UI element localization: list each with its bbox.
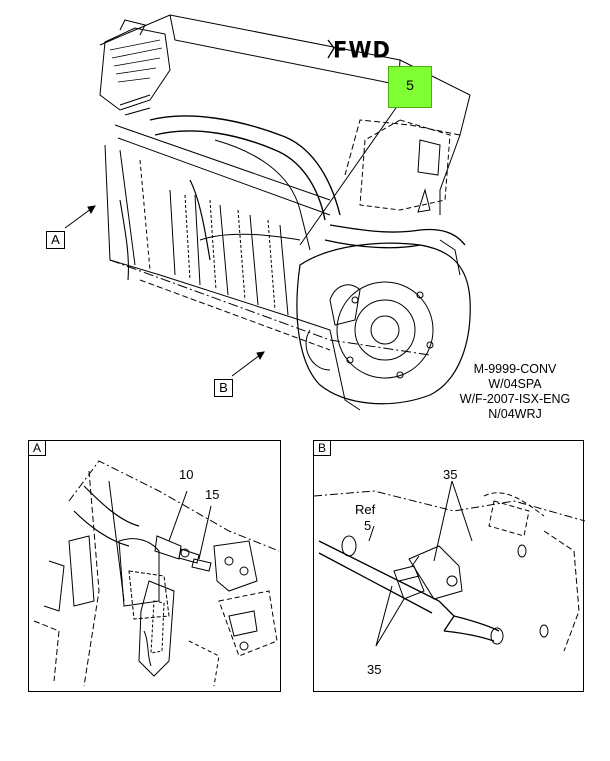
detail-a-illustration (33, 460, 280, 687)
view-marker-b-label: B (219, 380, 228, 395)
detail-panel-a: A 10 15 (28, 440, 281, 692)
part-label-35-bottom: 35 (367, 662, 382, 677)
ref-number-label: 5 (364, 518, 372, 533)
part-label-10: 10 (179, 467, 194, 482)
detail-a-tag: A (28, 440, 46, 456)
note-line-1: M-9999-CONV (473, 362, 557, 376)
note-line-3: W/F-2007-ISX-ENG (459, 392, 571, 406)
callout-5-label: 5 (406, 77, 414, 93)
part-label-35-top: 35 (443, 467, 458, 482)
detail-b-tag: B (313, 440, 331, 456)
note-line-4: N/04WRJ (488, 407, 542, 421)
part-label-15: 15 (205, 487, 220, 502)
note-line-2: W/04SPA (488, 377, 542, 391)
engine-illustration (64, 14, 471, 411)
model-notes: M-9999-CONV W/04SPA W/F-2007-ISX-ENG N/0… (440, 362, 590, 422)
ref-label: Ref (355, 502, 376, 517)
detail-b-illustration (314, 480, 585, 652)
detail-panel-b: B Ref 5 35 35 (313, 440, 585, 692)
view-marker-a-label: A (51, 232, 60, 247)
view-marker-b[interactable]: B (214, 379, 233, 397)
fwd-label: FWD (333, 37, 391, 63)
view-marker-a[interactable]: A (46, 231, 65, 249)
callout-5-green-box[interactable]: 5 (388, 66, 432, 108)
